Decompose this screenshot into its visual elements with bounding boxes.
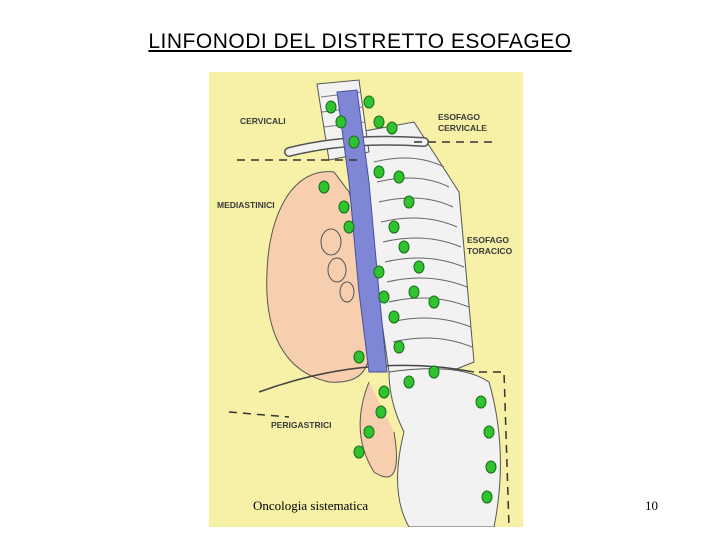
label-esofago-cervicale-line1: ESOFAGO bbox=[438, 112, 480, 122]
esophageal-lymph-node-diagram: CERVICALI MEDIASTINICI PERIGASTRICI ESOF… bbox=[209, 72, 523, 527]
label-perigastrici: PERIGASTRICI bbox=[271, 420, 331, 430]
page-number: 10 bbox=[645, 498, 658, 514]
footer-text: Oncologia sistematica bbox=[253, 498, 368, 514]
label-esofago-toracico-line2: TORACICO bbox=[467, 246, 513, 256]
label-mediastinici: MEDIASTINICI bbox=[217, 200, 275, 210]
stomach bbox=[389, 369, 500, 527]
label-cervicali: CERVICALI bbox=[240, 116, 286, 126]
label-esofago-toracico-line1: ESOFAGO bbox=[467, 235, 509, 245]
slide-title: LINFONODI DEL DISTRETTO ESOFAGEO bbox=[0, 30, 720, 54]
label-esofago-cervicale-line2: CERVICALE bbox=[438, 123, 487, 133]
